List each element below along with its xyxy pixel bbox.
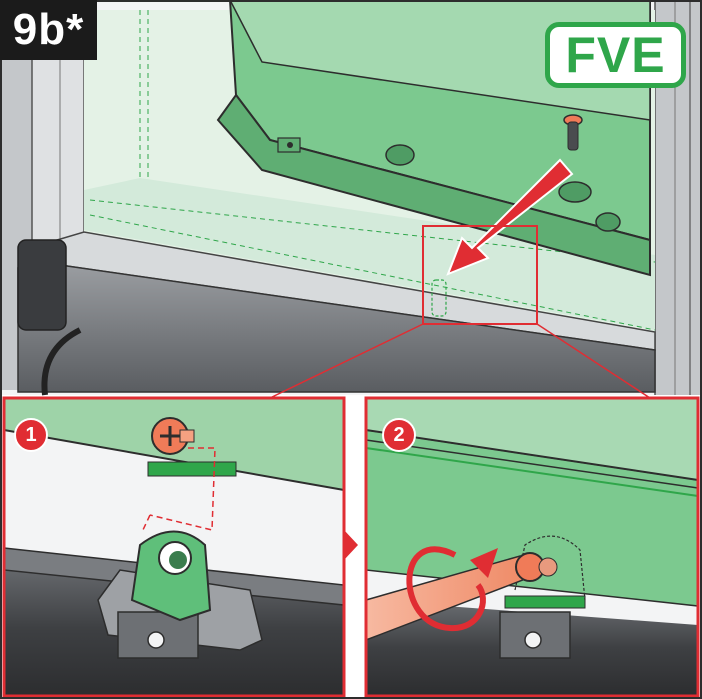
panel-1-clip: [147, 461, 237, 477]
detail-highlight: [422, 225, 538, 325]
step-label: 9b*: [0, 0, 97, 60]
panel-2-mount-bracket: [499, 611, 571, 659]
panel-1-screw-icon: [151, 417, 195, 455]
glass-bottom-bevel: [84, 178, 655, 330]
panel-2-number-badge: 2: [382, 418, 416, 452]
panel-2: [364, 396, 700, 698]
panel-1: [2, 396, 346, 698]
panel-1-hinge: [130, 530, 212, 622]
model-badge: FVE: [545, 22, 686, 88]
panel-2-rotate-icon: [406, 546, 498, 632]
screw-icon: [563, 114, 583, 151]
power-cable: [41, 327, 82, 396]
next-step-arrow-icon: [344, 530, 358, 560]
panel-1-number-badge: 1: [14, 418, 48, 452]
green-panel-edge: [216, 93, 651, 277]
hinge-ghost: [431, 279, 447, 317]
insert-arrow-icon: [446, 158, 574, 276]
sill-end-cap: [17, 239, 67, 331]
